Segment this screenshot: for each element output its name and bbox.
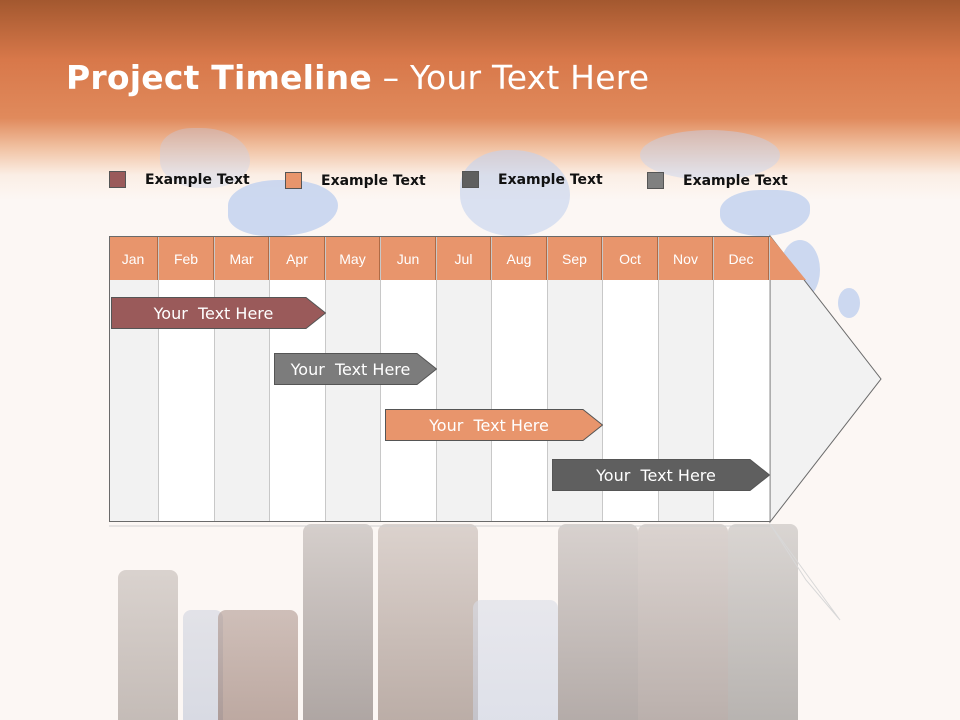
task-bar-label: Your Text Here	[596, 465, 716, 485]
month-header: Apr	[270, 236, 325, 280]
month-header: Jul	[437, 236, 491, 280]
month-header: Aug	[492, 236, 547, 280]
legend-label: Example Text	[145, 172, 250, 188]
task-bar-label: Your Text Here	[153, 303, 274, 323]
task-bar-arrow	[385, 409, 603, 441]
task-bar-shape	[111, 297, 326, 329]
month-header: May	[326, 236, 380, 280]
month-column-body	[381, 280, 436, 522]
legend-swatch	[109, 171, 126, 188]
task-bar-arrow	[274, 353, 437, 385]
month-header: Sep	[548, 236, 602, 280]
task-bar: Your Text Here	[111, 297, 326, 329]
month-column-aug: Aug	[492, 236, 548, 522]
legend-label: Example Text	[321, 173, 426, 189]
month-column-jun: Jun	[381, 236, 437, 522]
slide-title-bold: Project Timeline	[66, 58, 372, 97]
timeline-arrow-head	[769, 234, 882, 524]
task-bar-arrow	[552, 459, 770, 491]
timeline-arrow-reflection	[769, 523, 841, 621]
legend-swatch	[647, 172, 664, 189]
month-column-jan: Jan	[109, 236, 159, 522]
month-column-jul: Jul	[437, 236, 492, 522]
legend-label: Example Text	[498, 172, 603, 188]
legend-label: Example Text	[683, 173, 788, 189]
month-column-body	[326, 280, 380, 522]
slide-title-rest: – Your Text Here	[371, 58, 650, 97]
task-bar-shape	[385, 409, 603, 441]
month-header: Nov	[659, 236, 713, 280]
month-header: Mar	[215, 236, 269, 280]
month-column-feb: Feb	[159, 236, 215, 522]
month-header: Dec	[714, 236, 769, 280]
legend-swatch	[462, 171, 479, 188]
task-bar-label: Your Text Here	[429, 415, 549, 435]
task-bar: Your Text Here	[385, 409, 603, 441]
timeline-arrow-head-top	[770, 236, 806, 280]
slide-title: Project Timeline – Your Text Here	[66, 58, 649, 97]
month-header: Jan	[109, 236, 158, 280]
task-bar-shape	[274, 353, 437, 385]
legend-swatch	[285, 172, 302, 189]
task-bar: Your Text Here	[552, 459, 770, 491]
month-column-may: May	[326, 236, 381, 522]
month-header: Oct	[603, 236, 658, 280]
month-column-body	[437, 280, 491, 522]
month-column-mar: Mar	[215, 236, 270, 522]
month-column-body	[492, 280, 547, 522]
task-bar-label: Your Text Here	[290, 359, 411, 379]
month-header: Feb	[159, 236, 214, 280]
crowd-photo	[108, 524, 808, 720]
task-bar-shape	[552, 459, 770, 491]
month-header: Jun	[381, 236, 436, 280]
task-bar-arrow	[111, 297, 326, 329]
task-bar: Your Text Here	[274, 353, 437, 385]
